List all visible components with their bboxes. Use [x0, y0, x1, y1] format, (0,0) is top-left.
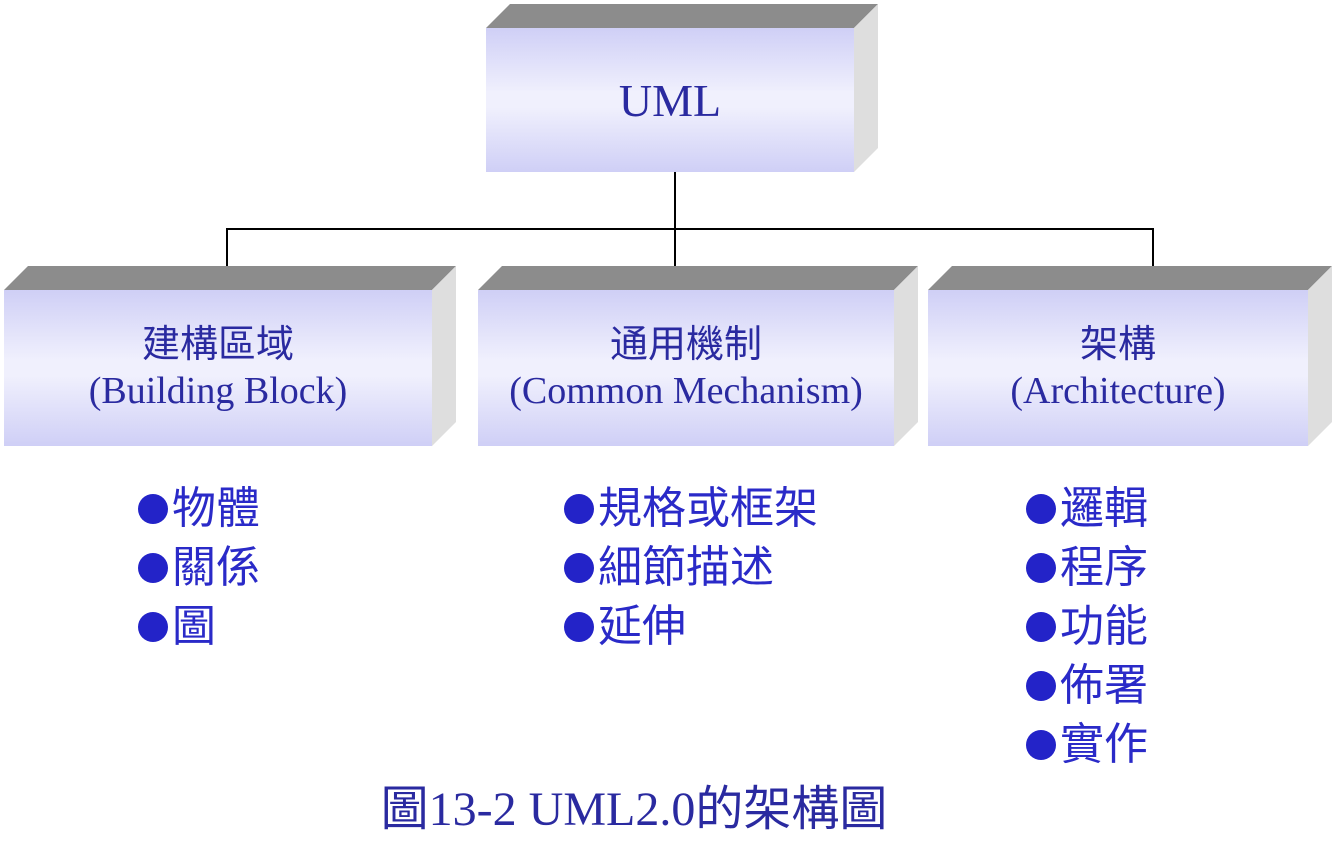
list-item: 圖 — [138, 597, 260, 656]
list-item-label: 圖 — [172, 601, 216, 652]
node-building-block: 建構區域 (Building Block) — [4, 266, 456, 446]
list-item: 功能 — [1026, 597, 1148, 656]
box-top-face — [478, 266, 918, 290]
list-item-label: 功能 — [1060, 601, 1148, 652]
box-top-face — [928, 266, 1332, 290]
list-item: 邏輯 — [1026, 479, 1148, 538]
common-mechanism-item-list: 規格或框架 細節描述 延伸 — [564, 479, 818, 656]
box-side-face — [894, 266, 918, 446]
list-item-label: 實作 — [1060, 719, 1148, 770]
list-item-label: 細節描述 — [598, 542, 774, 593]
root-node-uml: UML — [486, 4, 878, 172]
box-front-face: 建構區域 (Building Block) — [4, 290, 432, 446]
bullet-icon — [138, 493, 168, 524]
list-item: 延伸 — [564, 597, 818, 656]
building-block-item-list: 物體 關係 圖 — [138, 479, 260, 656]
node-architecture: 架構 (Architecture) — [928, 266, 1332, 446]
connector-to-building-block — [226, 228, 228, 300]
bullet-icon — [564, 611, 594, 642]
root-node-label: UML — [618, 74, 722, 126]
bullet-icon — [1026, 729, 1056, 760]
bullet-icon — [1026, 493, 1056, 524]
node-common-mechanism: 通用機制 (Common Mechanism) — [478, 266, 918, 446]
bullet-icon — [1026, 552, 1056, 583]
box-side-face — [1308, 266, 1332, 446]
list-item: 實作 — [1026, 715, 1148, 774]
connector-to-common-mechanism — [674, 228, 676, 300]
list-item: 細節描述 — [564, 538, 818, 597]
box-side-face — [432, 266, 456, 446]
node-subtitle: (Architecture) — [1010, 370, 1226, 412]
list-item-label: 物體 — [172, 483, 260, 534]
list-item: 關係 — [138, 538, 260, 597]
list-item: 規格或框架 — [564, 479, 818, 538]
bullet-icon — [1026, 611, 1056, 642]
box-front-face: UML — [486, 28, 854, 172]
list-item: 程序 — [1026, 538, 1148, 597]
connector-horizontal — [226, 228, 1154, 230]
box-top-face — [4, 266, 456, 290]
box-front-face: 通用機制 (Common Mechanism) — [478, 290, 894, 446]
figure-caption: 圖13-2 UML2.0的架構圖 — [380, 783, 888, 836]
bullet-icon — [564, 493, 594, 524]
node-subtitle: (Building Block) — [88, 370, 348, 412]
node-subtitle: (Common Mechanism) — [509, 370, 863, 412]
list-item-label: 規格或框架 — [598, 483, 818, 534]
bullet-icon — [1026, 670, 1056, 701]
box-top-face — [486, 4, 878, 28]
list-item-label: 邏輯 — [1060, 483, 1148, 534]
node-title: 建構區域 — [141, 324, 294, 366]
architecture-item-list: 邏輯 程序 功能 佈署 實作 — [1026, 479, 1148, 774]
box-front-face: 架構 (Architecture) — [928, 290, 1308, 446]
box-side-face — [854, 4, 878, 172]
list-item-label: 佈署 — [1060, 660, 1148, 711]
list-item-label: 延伸 — [598, 601, 686, 652]
connector-root-down — [674, 172, 676, 230]
list-item-label: 程序 — [1060, 542, 1148, 593]
bullet-icon — [564, 552, 594, 583]
bullet-icon — [138, 552, 168, 583]
list-item-label: 關係 — [172, 542, 260, 593]
list-item: 佈署 — [1026, 656, 1148, 715]
node-title: 架構 — [1079, 324, 1156, 366]
list-item: 物體 — [138, 479, 260, 538]
bullet-icon — [138, 611, 168, 642]
node-title: 通用機制 — [609, 324, 762, 366]
connector-to-architecture — [1152, 228, 1154, 300]
